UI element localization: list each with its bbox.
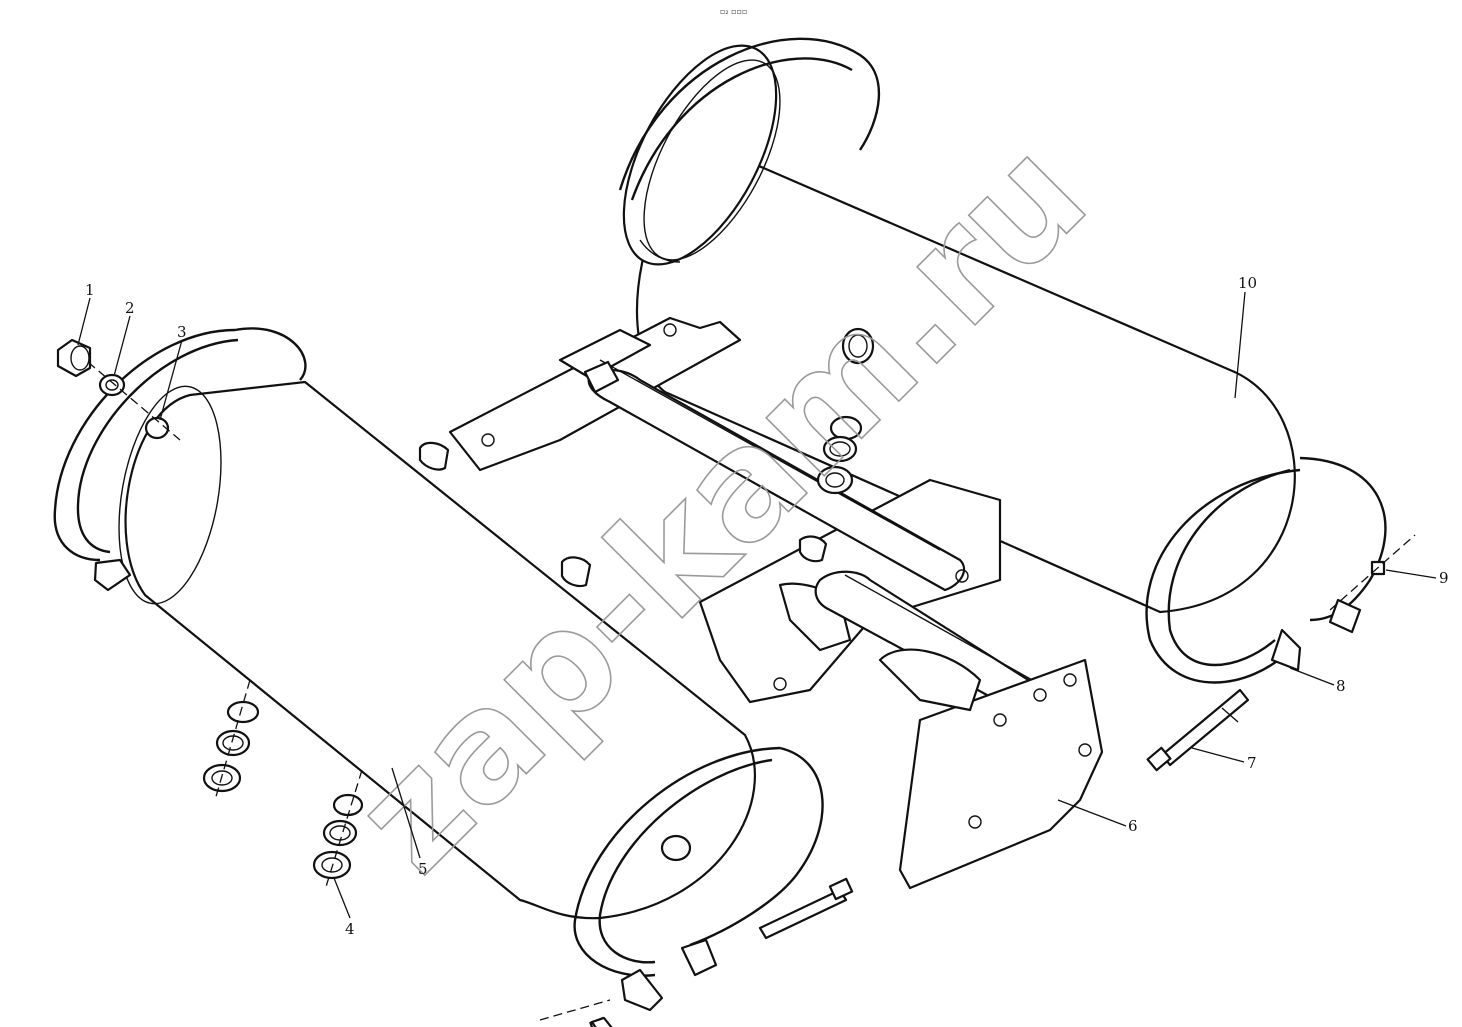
right-rear-band-clamp [1145,456,1387,684]
callout-9: 9 [1439,569,1449,587]
nut-left-hex [590,1016,613,1027]
right-air-tank [618,37,1296,614]
callout-7: 7 [1247,754,1257,772]
callout-8: 8 [1336,677,1346,695]
callout-2: 2 [125,299,135,317]
mounting-plate-6 [878,648,1104,890]
drain-plug-assembly [56,338,170,440]
callout-3: 3 [177,323,187,341]
long-bolt-left [758,877,854,940]
callout-1: 1 [85,281,95,299]
left-rear-band-clamp [573,746,824,1012]
callout-6: 6 [1128,817,1138,835]
right-tank-drain-fittings [816,327,875,495]
left-front-band-clamp [53,327,307,592]
assembly-axes [87,361,1416,1021]
header-text: ▫₂ ▫▫▫ [720,7,747,16]
callout-4: 4 [345,920,355,938]
left-air-tank [118,380,756,920]
mounting-frame [418,316,1066,730]
callout-5: 5 [418,860,428,878]
long-bolt-7 [1146,688,1250,772]
callout-leaders [77,291,1437,919]
callout-10: 10 [1238,274,1257,292]
